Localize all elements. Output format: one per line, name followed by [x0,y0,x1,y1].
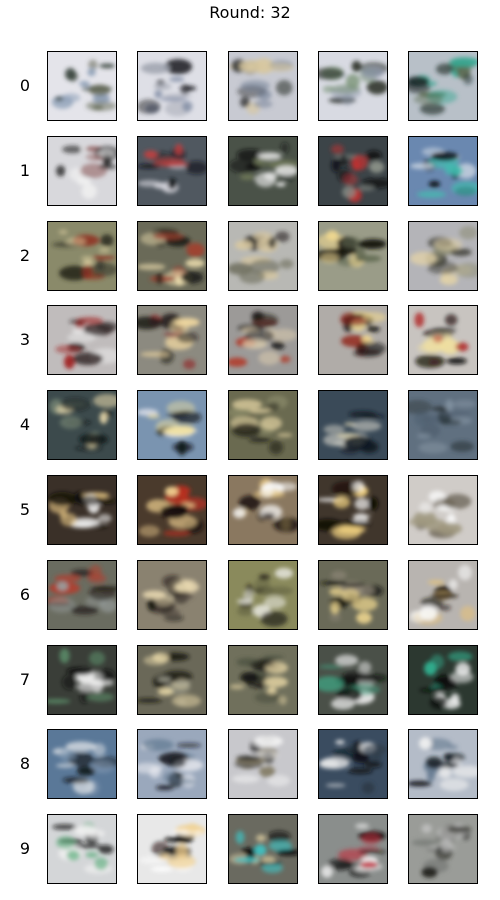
row-label: 6 [19,584,31,604]
generated-sample-image [228,559,298,630]
row-label: 9 [19,839,31,859]
generated-sample-image [137,390,207,461]
generated-sample-image [228,729,298,800]
generated-sample-image [408,135,478,206]
generated-sample-image [137,559,207,630]
generated-sample-image [408,644,478,715]
generated-sample-image [228,305,298,376]
generated-sample-image [47,135,117,206]
generated-sample-image [318,305,388,376]
generated-sample-image [318,135,388,206]
generated-sample-image [47,559,117,630]
generated-sample-image [228,814,298,885]
generated-sample-image [318,814,388,885]
generated-sample-image [408,51,478,121]
generated-sample-image [318,644,388,715]
generated-sample-image [408,729,478,800]
generated-sample-image [318,220,388,291]
row-label: 2 [19,245,31,265]
generated-sample-image [47,51,117,121]
generated-sample-image [137,814,207,885]
generated-sample-image [318,390,388,461]
generated-sample-image [228,135,298,206]
row-label: 8 [19,754,31,774]
generated-sample-image [137,135,207,206]
generated-sample-image [228,644,298,715]
generated-sample-image [318,559,388,630]
row-label: 0 [19,76,31,95]
generated-sample-image [137,305,207,376]
generated-sample-image [228,390,298,461]
generated-sample-image [408,814,478,885]
generated-sample-image [228,220,298,291]
generated-sample-image [408,475,478,545]
generated-sample-image [318,51,388,121]
row-label: 7 [19,669,31,689]
generated-sample-image [228,475,298,545]
generated-sample-image [47,729,117,800]
generated-sample-image [228,51,298,121]
row-label: 5 [19,500,31,519]
generated-sample-image [47,644,117,715]
generated-sample-image [47,390,117,461]
generated-sample-image [137,220,207,291]
generated-sample-image [137,644,207,715]
generated-sample-image [137,729,207,800]
generated-sample-image [408,559,478,630]
generated-sample-image [47,814,117,885]
generated-sample-image [408,390,478,461]
generated-sample-image [318,475,388,545]
row-label: 3 [19,330,31,350]
row-label: 1 [19,160,31,180]
generated-sample-image [137,51,207,121]
figure-title: Round: 32 [209,3,291,22]
generated-sample-image [47,475,117,545]
row-label: 4 [19,415,31,435]
generated-sample-image [47,305,117,376]
generated-sample-image [137,475,207,545]
generated-sample-image [408,305,478,376]
generated-sample-image [318,729,388,800]
generated-sample-image [47,220,117,291]
generated-sample-image [408,220,478,291]
